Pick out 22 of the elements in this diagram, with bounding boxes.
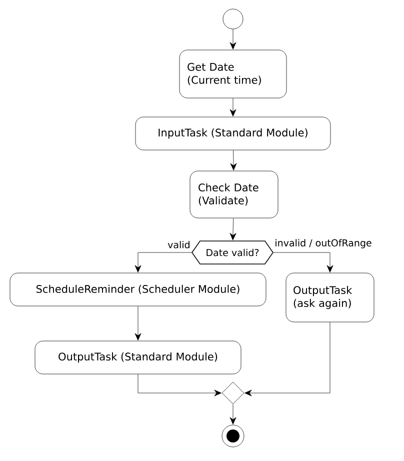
activity-box: ScheduleReminder (Scheduler Module) [10, 272, 266, 306]
arrow [230, 29, 236, 50]
arrow [230, 404, 236, 424]
edge-label: invalid / outOfRange [276, 239, 372, 248]
arrow [273, 252, 334, 272]
arrow [230, 150, 237, 170]
activity-box: Get Date (Current time) [179, 50, 287, 98]
activity-box: OutputTask (Standard Module) [34, 340, 242, 374]
end-node [222, 424, 244, 448]
arrow [230, 98, 236, 116]
arrow [138, 374, 222, 396]
arrow [244, 322, 330, 396]
arrow [134, 306, 142, 340]
arrow [134, 252, 192, 272]
merge-diamond [222, 382, 244, 404]
edge-label: valid [168, 240, 190, 248]
decision-hexagon: Date valid? [192, 240, 274, 264]
arrow [230, 218, 236, 240]
activity-box: InputTask (Standard Module) [135, 116, 331, 150]
start-node [222, 8, 244, 30]
activity-box: OutputTask (ask again) [286, 272, 374, 322]
activity-box: Check Date (Validate) [190, 170, 278, 218]
